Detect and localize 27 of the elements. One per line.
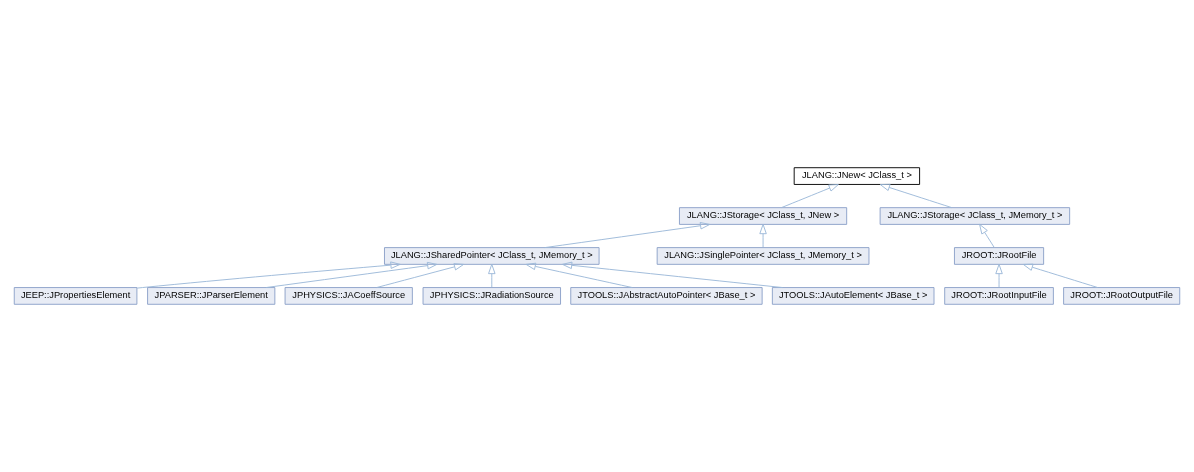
node-box: JLANG::JStorage< JClass_t, JNew >	[679, 207, 848, 225]
arrow	[488, 263, 496, 288]
node-box: JTOOLS::JAutoElement< JBase_t >	[771, 287, 935, 305]
arrow	[995, 263, 1003, 288]
node-box: JLANG::JSharedPointer< JClass_t, JMemory_t >	[384, 247, 600, 265]
arrow	[136, 261, 401, 289]
node-box: JPHYSICS::JACoeffSource	[284, 287, 413, 305]
node-box: JROOT::JRootOutputFile	[1063, 287, 1181, 305]
node-box: JEEP::JPropertiesElement	[13, 287, 138, 305]
arrow	[979, 223, 995, 248]
node-box: JLANG::JNew< JClass_t >	[793, 167, 921, 185]
arrow	[759, 223, 767, 248]
node-box: JROOT::JRootFile	[954, 247, 1045, 265]
arrow	[544, 222, 711, 249]
node-box: JTOOLS::JAbstractAutoPointer< JBase_t >	[570, 287, 763, 305]
arrow	[1022, 263, 1099, 289]
arrow	[879, 183, 953, 209]
arrow	[781, 184, 839, 209]
node-box: JPARSER::JParserElement	[147, 287, 276, 305]
arrow	[562, 261, 784, 289]
node-box: JLANG::JStorage< JClass_t, JMemory_t >	[879, 207, 1071, 225]
arrow	[265, 261, 438, 289]
arrow	[376, 263, 465, 289]
node-box: JROOT::JRootInputFile	[944, 287, 1054, 305]
node-box: JPHYSICS::JRadiationSource	[422, 287, 561, 305]
node-box: JLANG::JSinglePointer< JClass_t, JMemory_t >	[656, 247, 870, 265]
arrow	[525, 262, 633, 289]
